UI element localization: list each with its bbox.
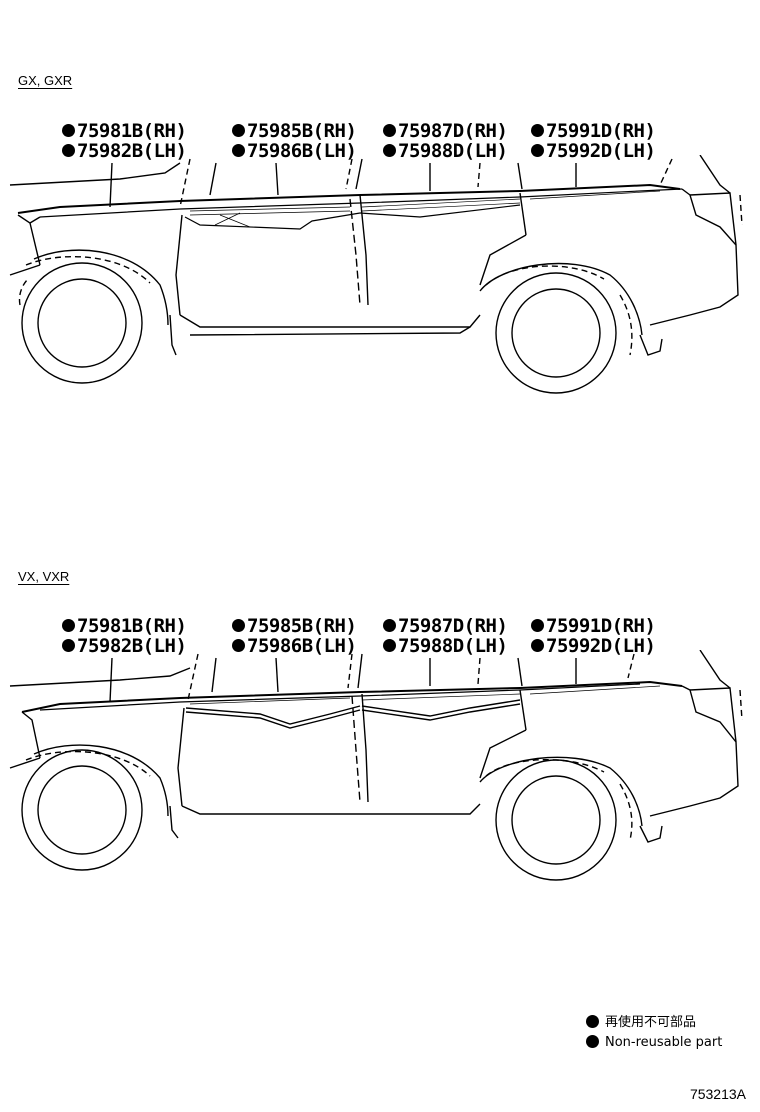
non-reusable-dot-icon [531,144,544,157]
part-number-lh: 75986B(LH) [247,635,357,657]
legend: 再使用不可部品 Non-reusable part [586,1013,722,1053]
non-reusable-dot-icon [232,144,245,157]
callout-part-group-3: 75987D(RH) 75988D(LH) [383,120,508,162]
leader-lines [109,653,635,703]
non-reusable-dot-icon [62,124,75,137]
non-reusable-dot-icon [531,124,544,137]
non-reusable-dot-icon [62,619,75,632]
non-reusable-dot-icon [383,124,396,137]
part-number-rh: 75987D(RH) [398,120,508,142]
callout-part-group-1: 75981B(RH) 75982B(LH) [62,615,187,657]
non-reusable-dot-icon [232,619,245,632]
diagram-id: 753213A [689,1086,746,1102]
part-number-rh: 75987D(RH) [398,615,508,637]
part-number-lh: 75982B(LH) [77,635,187,657]
non-reusable-dot-icon [531,619,544,632]
part-number-lh: 75982B(LH) [77,140,187,162]
callout-part-group-3: 75987D(RH) 75988D(LH) [383,615,508,657]
part-number-rh: 75981B(RH) [77,615,187,637]
part-number-lh: 75992D(LH) [546,635,656,657]
part-number-lh: 75992D(LH) [546,140,656,162]
part-number-lh: 75988D(LH) [398,635,508,657]
legend-row-english: Non-reusable part [586,1033,722,1053]
legend-row-japanese: 再使用不可部品 [586,1013,722,1033]
non-reusable-dot-icon [586,1035,599,1048]
callout-part-group-2: 75985B(RH) 75986B(LH) [232,615,357,657]
legend-text-english: Non-reusable part [605,1035,723,1050]
non-reusable-dot-icon [62,639,75,652]
legend-text-japanese: 再使用不可部品 [605,1015,697,1030]
non-reusable-dot-icon [586,1015,599,1028]
non-reusable-dot-icon [383,144,396,157]
part-number-lh: 75988D(LH) [398,140,508,162]
callout-part-group-4: 75991D(RH) 75992D(LH) [531,615,656,657]
non-reusable-dot-icon [383,639,396,652]
part-number-rh: 75985B(RH) [247,615,357,637]
part-number-rh: 75991D(RH) [546,615,656,637]
non-reusable-dot-icon [62,144,75,157]
callout-part-group-4: 75991D(RH) 75992D(LH) [531,120,656,162]
vehicle-side-drawing-vx [9,650,743,881]
part-number-rh: 75981B(RH) [77,120,187,142]
non-reusable-dot-icon [232,639,245,652]
non-reusable-dot-icon [383,619,396,632]
non-reusable-dot-icon [531,639,544,652]
vehicle-side-drawing-gx [9,155,743,394]
variant-label-gx: GX, GXR [18,73,73,88]
callout-part-group-1: 75981B(RH) 75982B(LH) [62,120,187,162]
non-reusable-dot-icon [232,124,245,137]
variant-label-vx: VX, VXR [18,569,70,584]
callout-part-group-2: 75985B(RH) 75986B(LH) [232,120,357,162]
part-number-rh: 75985B(RH) [247,120,357,142]
part-number-rh: 75991D(RH) [546,120,656,142]
part-number-lh: 75986B(LH) [247,140,357,162]
leader-lines [109,158,673,208]
